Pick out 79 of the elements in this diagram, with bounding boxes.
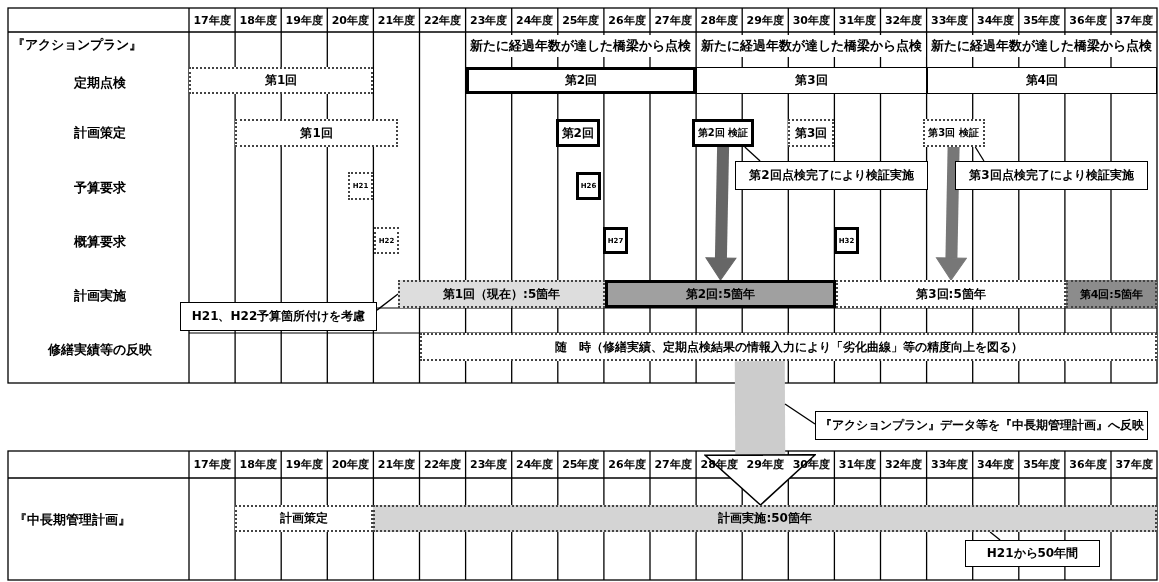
schedule-bar: 第4回 xyxy=(926,67,1157,94)
schedule-bar: 計画実施:50箇年 xyxy=(373,505,1157,532)
section-title: 『中長期管理計画』 xyxy=(14,511,132,529)
year-header: 28年度 xyxy=(699,457,739,473)
year-header: 23年度 xyxy=(469,457,509,473)
schedule-bar: 第2回 xyxy=(465,67,697,94)
schedule-bar: 第4回:5箇年 xyxy=(1066,280,1157,308)
year-header: 25年度 xyxy=(561,457,601,473)
year-header: 22年度 xyxy=(422,457,463,473)
year-header: 33年度 xyxy=(930,457,970,473)
year-header: 20年度 xyxy=(330,457,370,473)
callout-box: 『アクションプラン』データ等を『中長期管理計画』へ反映 xyxy=(815,411,1148,440)
year-header: 30年度 xyxy=(791,12,831,29)
leader-line xyxy=(989,531,1001,541)
section-title: 『アクションプラン』 xyxy=(12,36,143,54)
year-header: 34年度 xyxy=(976,12,1016,29)
down-arrow xyxy=(705,146,737,281)
leader-line xyxy=(744,146,761,162)
year-header: 25年度 xyxy=(561,12,601,29)
milestone-box: 第2回 xyxy=(555,119,600,147)
year-header: 21年度 xyxy=(376,457,417,473)
schedule-bar: 第3回:5箇年 xyxy=(836,280,1066,308)
schedule-bar: 第1回 xyxy=(235,119,399,147)
milestone-box: 第3回 xyxy=(788,119,835,147)
year-header: 37年度 xyxy=(1114,12,1154,29)
schedule-bar: 第2回:5箇年 xyxy=(605,280,836,308)
year-header: 18年度 xyxy=(238,457,278,473)
note-text: 新たに経過年数が達した橋梁から点検 xyxy=(697,35,926,57)
year-header: 27年度 xyxy=(653,12,693,29)
year-header: 22年度 xyxy=(422,12,463,29)
schedule-bar: 第1回 xyxy=(189,67,374,94)
year-header: 34年度 xyxy=(976,457,1016,473)
year-header: 21年度 xyxy=(376,12,417,29)
schedule-bar: 第1回（現在）:5箇年 xyxy=(398,280,605,308)
year-header: 26年度 xyxy=(607,12,647,29)
down-arrow xyxy=(935,146,967,281)
schedule-bar: 随 時（修繕実績、定期点検結果の情報入力により「劣化曲線」等の精度向上を図る） xyxy=(420,333,1157,361)
row-label: 概算要求 xyxy=(72,233,127,251)
schedule-bar: 計画策定 xyxy=(235,505,374,532)
row-label: 計画実施 xyxy=(73,287,127,305)
year-header: 23年度 xyxy=(469,12,509,29)
leader-line xyxy=(974,146,985,162)
year-header: 31年度 xyxy=(837,12,878,29)
milestone-box: 第3回 検証 xyxy=(922,119,985,147)
callout-box: 第2回点検完了により検証実施 xyxy=(735,161,928,190)
callout-box: H21、H22予算箇所付けを考慮 xyxy=(180,302,377,331)
year-header: 18年度 xyxy=(238,12,278,29)
row-label: 定期点検 xyxy=(73,74,127,92)
year-header: 35年度 xyxy=(1022,12,1062,29)
year-header: 24年度 xyxy=(515,12,555,29)
row-label: 予算要求 xyxy=(73,179,127,197)
year-header: 36年度 xyxy=(1068,12,1108,29)
year-header: 31年度 xyxy=(837,457,878,473)
milestone-box: 第2回 検証 xyxy=(692,119,755,147)
year-header: 19年度 xyxy=(284,457,324,473)
row-label: 計画策定 xyxy=(73,124,127,142)
year-header: 24年度 xyxy=(515,457,555,473)
year-header: 32年度 xyxy=(883,12,924,29)
leader-line xyxy=(784,403,816,425)
block-arrow xyxy=(704,360,816,506)
year-header: 37年度 xyxy=(1114,457,1154,473)
callout-box: H21から50年間 xyxy=(965,540,1100,567)
year-header: 26年度 xyxy=(607,457,647,473)
year-header: 29年度 xyxy=(745,12,785,29)
year-header: 20年度 xyxy=(330,12,370,29)
year-header: 27年度 xyxy=(653,457,693,473)
row-label: 修繕実績等の反映 xyxy=(46,341,153,359)
year-header: 17年度 xyxy=(192,12,232,29)
year-header: 33年度 xyxy=(930,12,970,29)
year-header: 29年度 xyxy=(745,457,785,473)
year-header: 36年度 xyxy=(1068,457,1108,473)
year-header: 35年度 xyxy=(1022,457,1062,473)
year-header: 17年度 xyxy=(192,457,232,473)
schedule-bar: 第3回 xyxy=(696,67,927,94)
year-header: 32年度 xyxy=(883,457,924,473)
callout-box: 第3回点検完了により検証実施 xyxy=(955,161,1148,190)
year-header: 28年度 xyxy=(699,12,739,29)
year-header: 19年度 xyxy=(284,12,324,29)
leader-line xyxy=(376,293,399,311)
